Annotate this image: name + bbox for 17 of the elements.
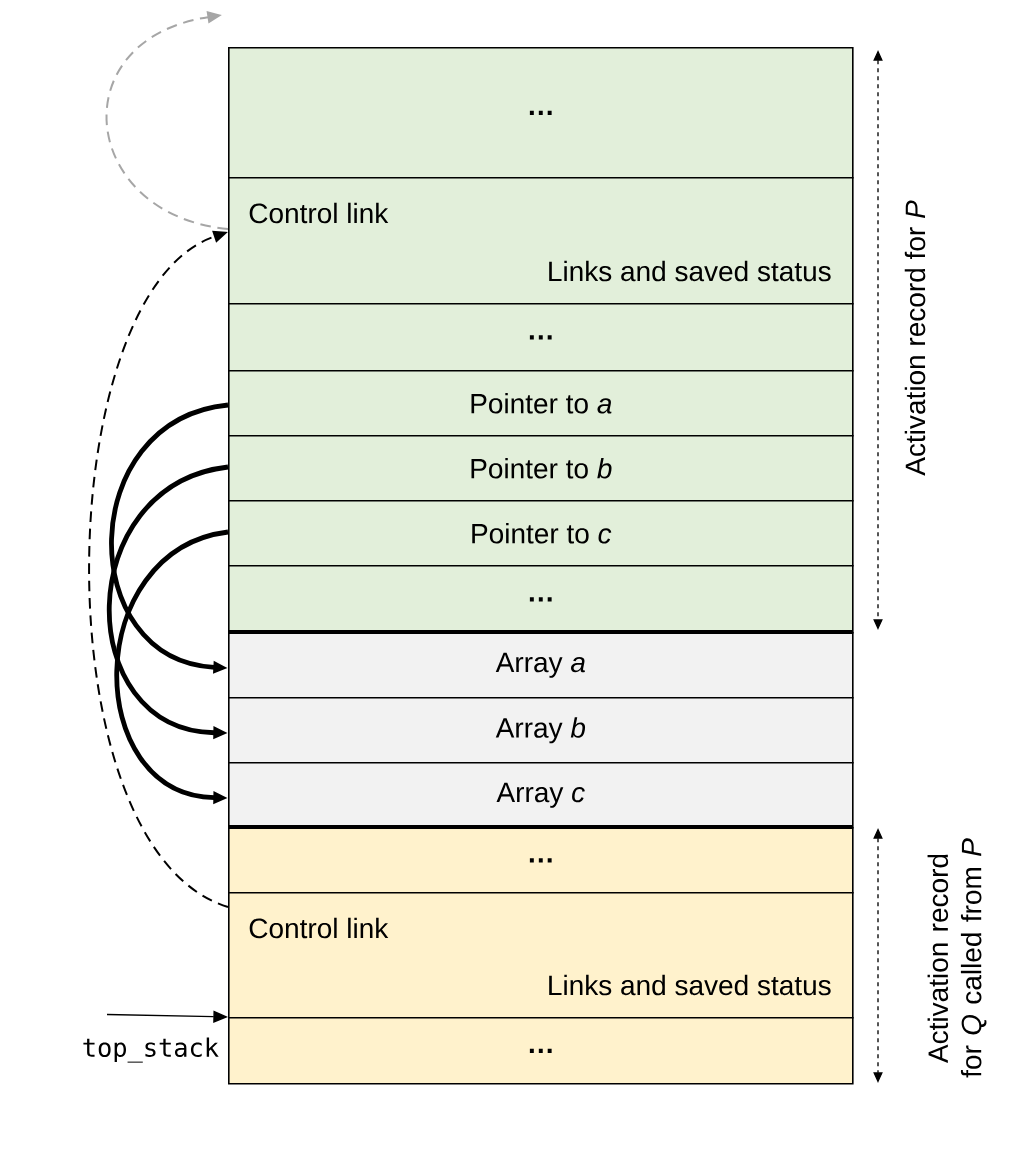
stack-cell: … — [228, 565, 854, 634]
stack-cell: Array a — [228, 632, 854, 699]
side-label: Activation record for P — [904, 200, 926, 476]
arrow — [88, 230, 229, 908]
pointer-label: top_stack — [83, 1037, 219, 1063]
stack-cell: … — [228, 827, 854, 894]
stack-cell: … — [228, 303, 854, 372]
stack-cell: … — [228, 1017, 854, 1085]
stack-cell: Pointer to b — [228, 435, 854, 502]
stack-cell: Array c — [228, 762, 854, 829]
arrow — [106, 11, 229, 230]
stack-cell: Pointer to c — [228, 500, 854, 567]
stack-cell: Control link Links and saved status — [228, 177, 854, 305]
stack-cell: Array b — [228, 697, 854, 764]
stack-cell: Pointer to a — [228, 370, 854, 437]
stack-cell: … — [228, 47, 854, 179]
stack-cell: Control link Links and saved status — [228, 892, 854, 1019]
